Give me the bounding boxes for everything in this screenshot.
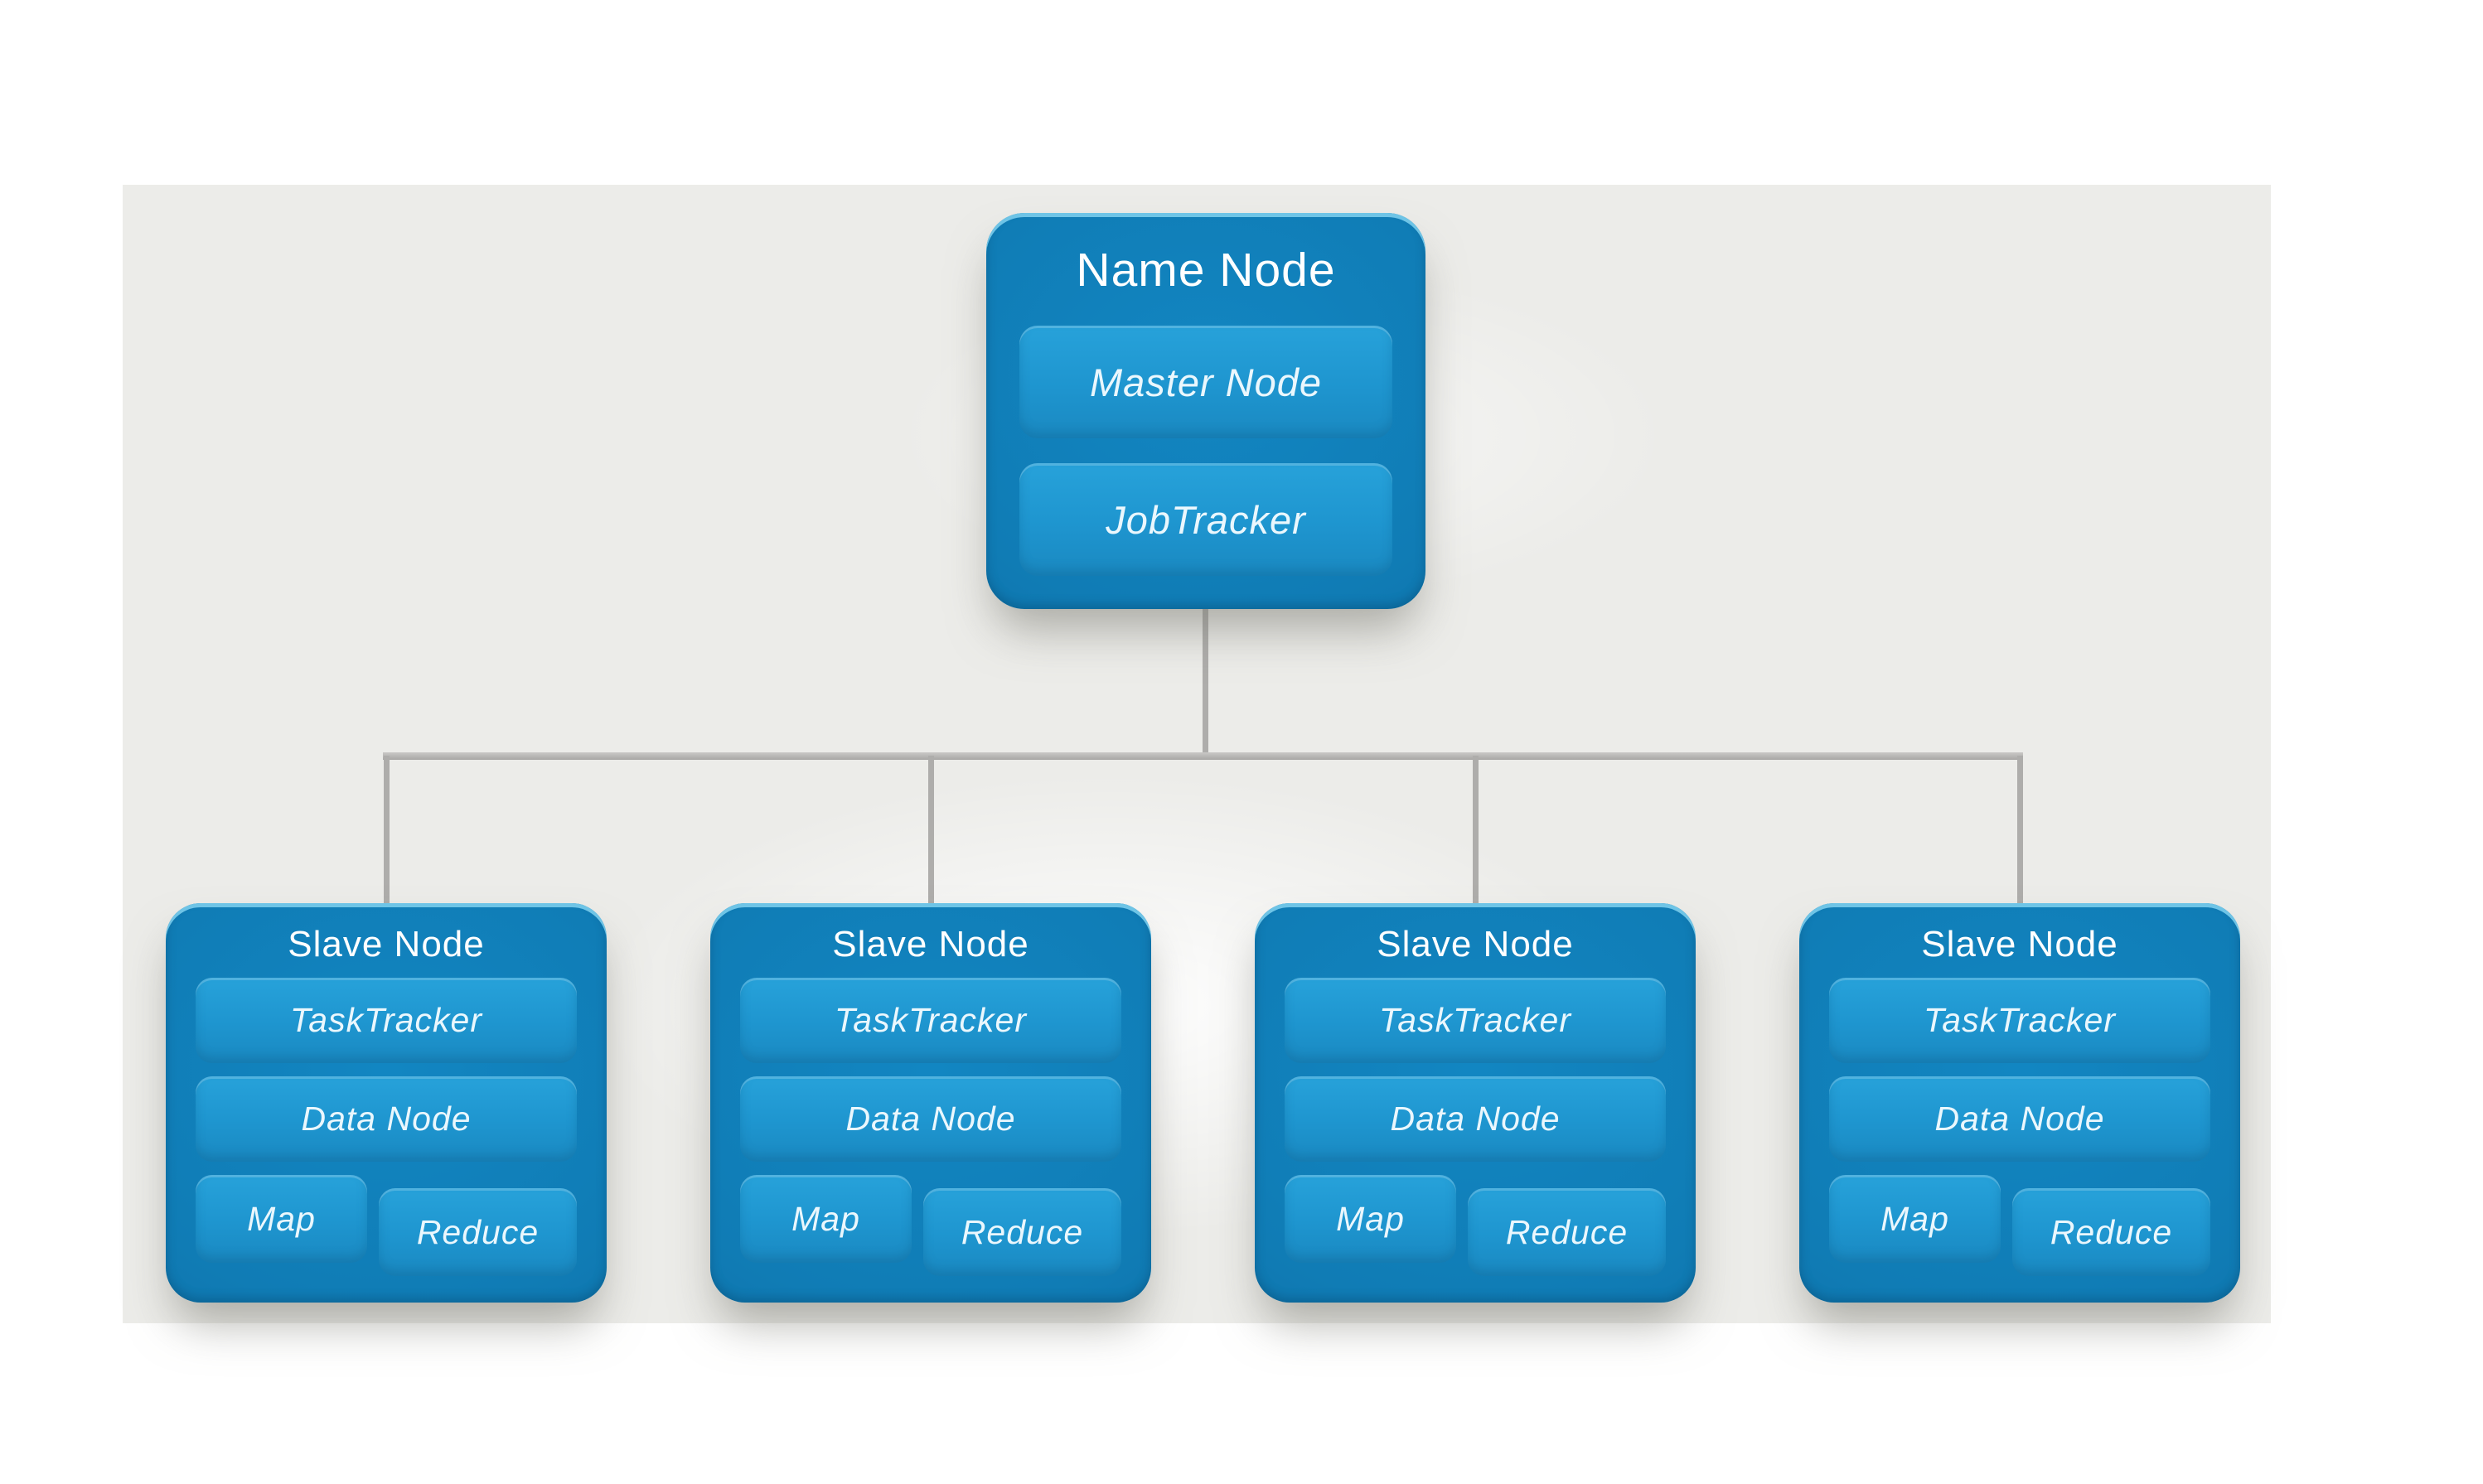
- slave-node-1: Slave Node TaskTracker Data Node Map Red…: [166, 903, 607, 1303]
- slave-node-title: Slave Node: [1921, 924, 2118, 965]
- slave-node-3: Slave Node TaskTracker Data Node Map Red…: [1255, 903, 1696, 1303]
- slave-node-title: Slave Node: [832, 924, 1029, 965]
- slave-node-title: Slave Node: [288, 924, 485, 965]
- tasktracker-chip: TaskTracker: [1285, 978, 1666, 1064]
- map-chip: Map: [196, 1175, 367, 1263]
- reduce-chip: Reduce: [379, 1188, 577, 1276]
- map-chip: Map: [1829, 1175, 2001, 1263]
- data-node-chip: Data Node: [1829, 1076, 2210, 1162]
- name-node-title: Name Node: [1076, 244, 1336, 297]
- connector-drop-4: [2017, 756, 2023, 908]
- connector-drop-1: [384, 756, 390, 908]
- connector-root-vertical: [1203, 580, 1208, 757]
- slave-node-title: Slave Node: [1377, 924, 1574, 965]
- tasktracker-chip: TaskTracker: [740, 978, 1121, 1064]
- map-reduce-row: Map Reduce: [740, 1175, 1121, 1276]
- master-node-chip: Master Node: [1019, 326, 1392, 438]
- tasktracker-chip: TaskTracker: [196, 978, 577, 1064]
- slave-node-2: Slave Node TaskTracker Data Node Map Red…: [710, 903, 1151, 1303]
- reduce-chip: Reduce: [2012, 1188, 2210, 1276]
- connector-drop-2: [928, 756, 934, 908]
- map-chip: Map: [740, 1175, 912, 1263]
- reduce-chip: Reduce: [1468, 1188, 1666, 1276]
- reduce-chip: Reduce: [923, 1188, 1121, 1276]
- data-node-chip: Data Node: [1285, 1076, 1666, 1162]
- tasktracker-chip: TaskTracker: [1829, 978, 2210, 1064]
- data-node-chip: Data Node: [196, 1076, 577, 1162]
- map-reduce-row: Map Reduce: [1829, 1175, 2210, 1276]
- slave-node-4: Slave Node TaskTracker Data Node Map Red…: [1799, 903, 2240, 1303]
- connector-horizontal-bus: [383, 752, 2023, 760]
- connector-drop-3: [1473, 756, 1479, 908]
- map-reduce-row: Map Reduce: [1285, 1175, 1666, 1276]
- map-reduce-row: Map Reduce: [196, 1175, 577, 1276]
- data-node-chip: Data Node: [740, 1076, 1121, 1162]
- jobtracker-chip: JobTracker: [1019, 463, 1392, 576]
- map-chip: Map: [1285, 1175, 1456, 1263]
- name-node: Name Node Master Node JobTracker: [986, 213, 1425, 609]
